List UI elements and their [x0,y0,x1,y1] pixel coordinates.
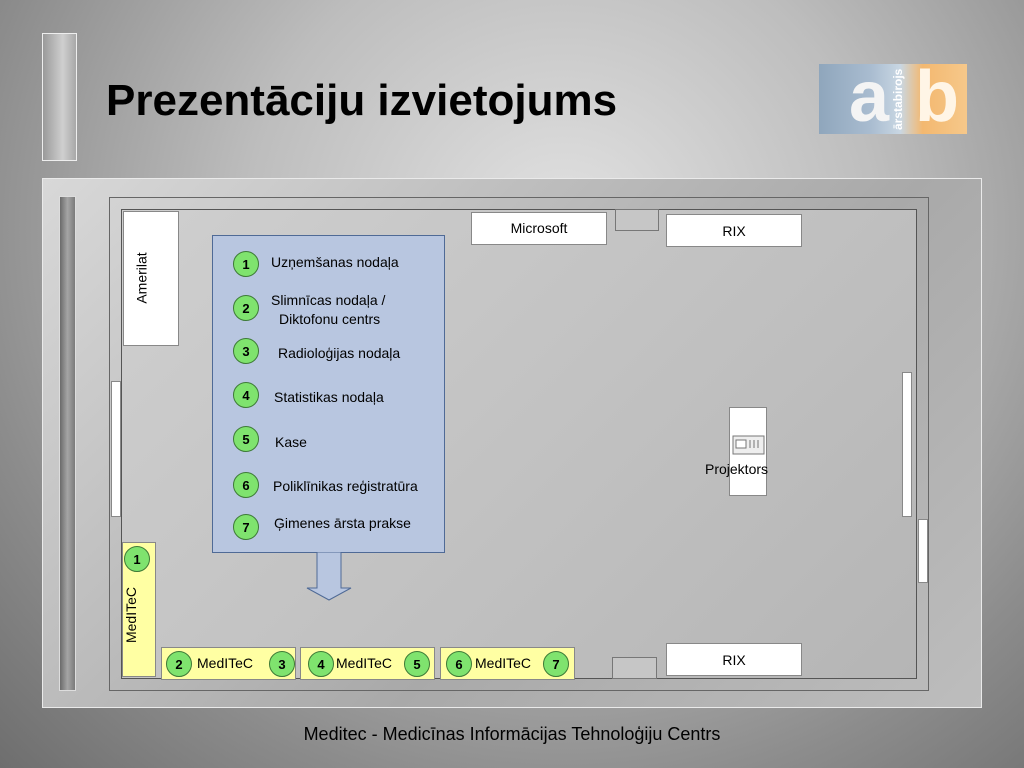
dept-5-number: 5 [233,426,259,452]
right-window-2 [918,519,928,583]
dept-4-number: 4 [233,382,259,408]
booth-amerilat: Amerilat [123,211,179,346]
dept-1-number: 1 [233,251,259,277]
room-outer-wall [109,197,929,691]
meditec-vertical-label: MedITeC [123,586,140,644]
meditec-booth-3-left-number: 6 [446,651,472,677]
projector-box [729,407,767,496]
dept-4-label: Statistikas nodaļa [274,389,384,405]
meditec-booth-2-left-number: 4 [308,651,334,677]
dept-1-label: Uzņemšanas nodaļa [271,254,399,270]
dept-5-label: Kase [275,434,307,450]
meditec-booth-2-right-number: 5 [404,651,430,677]
meditec-booth-1-left-number: 2 [166,651,192,677]
dept-3-number: 3 [233,338,259,364]
top-door [615,209,659,231]
dept-2-number: 2 [233,295,259,321]
left-rail [59,196,76,691]
page-title: Prezentāciju izvietojums [106,76,618,125]
booth-amerilat-label: Amerilat [133,252,150,304]
logo-letter-b: b [915,64,959,134]
down-arrow-icon [306,552,352,601]
title-accent-bar [42,33,77,161]
dept-6-label: Poliklīnikas reģistratūra [273,478,418,494]
dept-7-number: 7 [233,514,259,540]
dept-2-label-line2: Diktofonu centrs [279,311,381,327]
meditec-booth-2-label: MedITeC [336,655,393,671]
meditec-booth-3-label: MedITeC [475,655,532,671]
bottom-door [612,657,657,679]
dept-6-number: 6 [233,472,259,498]
logo-vertical-text-wrap: ārstabirojs [889,64,905,134]
booth-rix-top: RIX [666,214,802,247]
meditec-booth-1-label: MedITeC [197,655,254,671]
dept-7-label: Ģimenes ārsta prakse [274,515,411,531]
meditec-booth-3-right-number: 7 [543,651,569,677]
left-window [111,381,121,517]
booth-rix-bottom: RIX [666,643,802,676]
meditec-vertical-number: 1 [124,546,150,572]
footer-text: Meditec - Medicīnas Informācijas Tehnolo… [303,724,721,744]
projector-label: Projektors [705,461,769,477]
dept-3-label: Radioloģijas nodaļa [278,345,401,361]
logo-vertical-text: ārstabirojs [891,68,905,130]
logo-letter-a: a [849,64,890,134]
arstabirojs-logo: a ārstabirojs b [819,64,967,134]
right-window-1 [902,372,912,517]
booth-microsoft: Microsoft [471,212,607,245]
dept-2-label-line1: Slimnīcas nodaļa / [271,292,386,308]
meditec-booth-1-right-number: 3 [269,651,295,677]
projector-icon [732,435,765,455]
